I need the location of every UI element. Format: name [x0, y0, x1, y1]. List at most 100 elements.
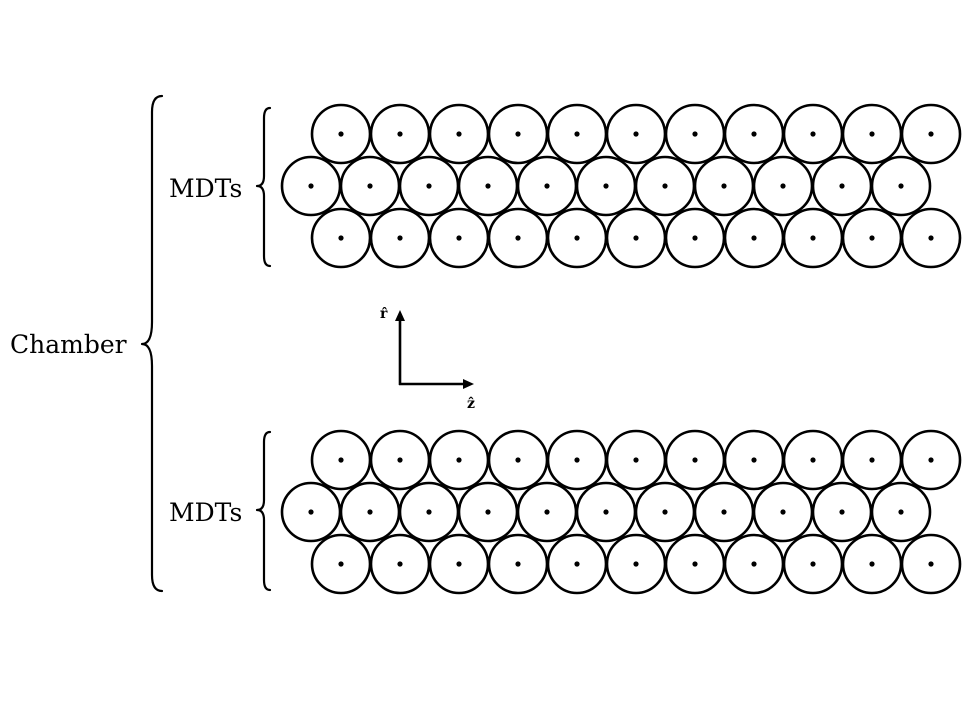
multilayer-bottom — [280, 429, 962, 595]
drift-tube — [457, 481, 519, 543]
drift-tube — [339, 481, 401, 543]
drift-tube — [369, 207, 431, 269]
anode-wire — [367, 183, 373, 189]
anode-wire — [751, 457, 757, 463]
anode-wire — [456, 457, 462, 463]
anode-wire — [839, 509, 845, 515]
drift-tube — [369, 429, 431, 491]
anode-wire — [456, 235, 462, 241]
drift-tube — [546, 207, 608, 269]
drift-tube — [546, 429, 608, 491]
anode-wire — [515, 235, 521, 241]
drift-tube — [487, 533, 549, 595]
drift-tube — [841, 533, 903, 595]
drift-tube — [693, 155, 755, 217]
drift-tube — [428, 533, 490, 595]
drift-tube — [870, 481, 932, 543]
drift-tube — [664, 429, 726, 491]
anode-wire — [810, 131, 816, 137]
anode-wire — [456, 561, 462, 567]
drift-tube — [605, 429, 667, 491]
drift-tube — [516, 481, 578, 543]
chamber-brace — [140, 94, 164, 593]
drift-tube — [487, 103, 549, 165]
anode-wire — [869, 235, 875, 241]
drift-tube — [310, 533, 372, 595]
anode-wire — [485, 183, 491, 189]
anode-wire — [721, 509, 727, 515]
drift-tube — [782, 103, 844, 165]
anode-wire — [928, 457, 934, 463]
drift-tube — [900, 429, 962, 491]
drift-tube — [310, 207, 372, 269]
drift-tube — [428, 429, 490, 491]
anode-wire — [456, 131, 462, 137]
drift-tube — [428, 207, 490, 269]
drift-tube — [634, 481, 696, 543]
anode-wire — [898, 183, 904, 189]
drift-tube — [841, 207, 903, 269]
anode-wire — [397, 561, 403, 567]
drift-tube — [398, 155, 460, 217]
anode-wire — [869, 561, 875, 567]
drift-tube — [369, 533, 431, 595]
z-axis-arrowhead — [463, 379, 474, 389]
drift-tube — [605, 103, 667, 165]
drift-tube — [752, 481, 814, 543]
anode-wire — [485, 509, 491, 515]
r-axis-label: r̂ — [380, 306, 388, 322]
drift-tube — [605, 207, 667, 269]
anode-wire — [692, 235, 698, 241]
anode-wire — [780, 183, 786, 189]
drift-tube — [487, 207, 549, 269]
drift-tube — [782, 429, 844, 491]
anode-wire — [810, 235, 816, 241]
anode-wire — [751, 131, 757, 137]
drift-tube — [280, 155, 342, 217]
anode-wire — [928, 235, 934, 241]
drift-tube — [900, 207, 962, 269]
drift-tube — [605, 533, 667, 595]
drift-tube — [339, 155, 401, 217]
anode-wire — [515, 561, 521, 567]
drift-tube — [516, 155, 578, 217]
drift-tube — [723, 103, 785, 165]
drift-tube — [280, 481, 342, 543]
drift-tube — [664, 207, 726, 269]
anode-wire — [751, 235, 757, 241]
drift-tube — [310, 103, 372, 165]
anode-wire — [308, 509, 314, 515]
anode-wire — [633, 561, 639, 567]
mdts-bottom-label: MDTs — [169, 498, 242, 527]
drift-tube — [310, 429, 372, 491]
mdts-top-label: MDTs — [169, 174, 242, 203]
drift-tube — [811, 155, 873, 217]
mdts-bottom-brace — [255, 430, 272, 592]
anode-wire — [338, 561, 344, 567]
anode-wire — [338, 131, 344, 137]
anode-wire — [810, 561, 816, 567]
anode-wire — [574, 131, 580, 137]
drift-tube — [782, 533, 844, 595]
anode-wire — [810, 457, 816, 463]
drift-tube — [457, 155, 519, 217]
drift-tube — [546, 103, 608, 165]
anode-wire — [367, 509, 373, 515]
anode-wire — [780, 509, 786, 515]
drift-tube — [575, 481, 637, 543]
anode-wire — [574, 235, 580, 241]
drift-tube — [487, 429, 549, 491]
drift-tube — [752, 155, 814, 217]
anode-wire — [338, 457, 344, 463]
drift-tube — [664, 533, 726, 595]
anode-wire — [308, 183, 314, 189]
mdts-top-brace — [255, 106, 272, 268]
drift-tube — [575, 155, 637, 217]
anode-wire — [426, 509, 432, 515]
anode-wire — [633, 235, 639, 241]
anode-wire — [721, 183, 727, 189]
anode-wire — [898, 509, 904, 515]
drift-tube — [664, 103, 726, 165]
anode-wire — [603, 183, 609, 189]
drift-tube — [723, 207, 785, 269]
